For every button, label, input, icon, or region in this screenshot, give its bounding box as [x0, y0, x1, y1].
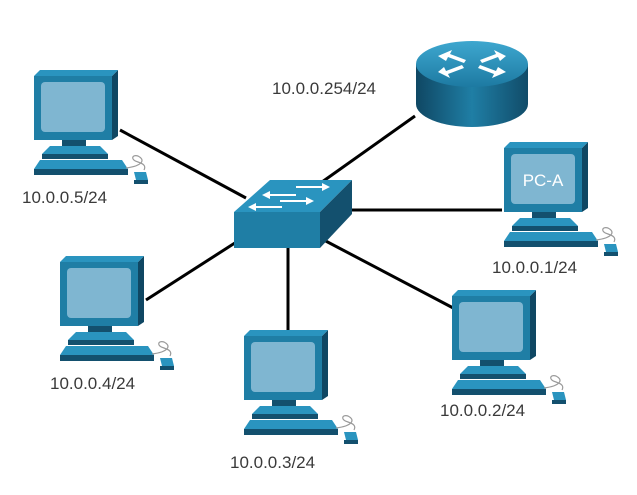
- router-ip-label: 10.0.0.254/24: [272, 79, 376, 98]
- pc-2-icon[interactable]: [451, 289, 567, 405]
- switch-icon[interactable]: [234, 180, 352, 248]
- pc-4-icon[interactable]: [59, 255, 175, 371]
- pc-3-icon[interactable]: [243, 329, 359, 445]
- pc-a-icon[interactable]: [503, 141, 619, 257]
- link-router-switch: [321, 114, 416, 184]
- pc-4-ip-label: 10.0.0.4/24: [50, 374, 135, 393]
- pc-5-ip-label: 10.0.0.5/24: [22, 188, 107, 207]
- router-icon[interactable]: [416, 41, 528, 127]
- pc-a-name-label: PC-A: [523, 171, 564, 190]
- pc-2-ip-label: 10.0.0.2/24: [440, 401, 525, 420]
- link-pc5-switch: [119, 128, 247, 200]
- pc-a-ip-label: 10.0.0.1/24: [492, 258, 577, 277]
- switch-arrows-icon: [248, 183, 330, 211]
- pc-5-icon[interactable]: [33, 69, 149, 185]
- pc-3-ip-label: 10.0.0.3/24: [230, 453, 315, 472]
- router-arrows-icon: [438, 50, 506, 78]
- link-pc2-switch: [319, 236, 458, 312]
